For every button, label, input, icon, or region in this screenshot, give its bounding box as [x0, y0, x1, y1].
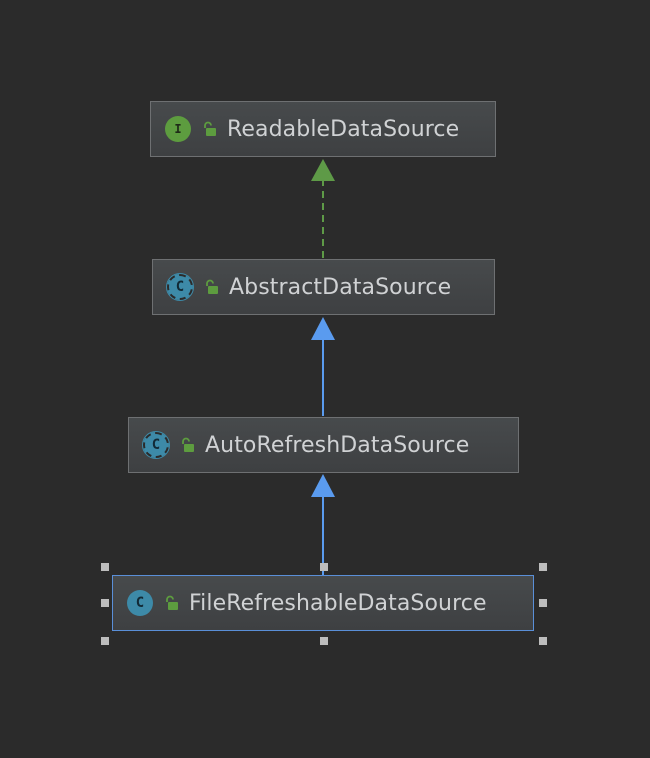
- resize-handle-top-right[interactable]: [539, 563, 547, 571]
- node-auto-refresh-data-source[interactable]: C AutoRefreshDataSource: [128, 417, 519, 473]
- node-label: AbstractDataSource: [229, 274, 452, 300]
- abstract-class-icon: C: [166, 273, 194, 301]
- class-icon: C: [127, 590, 153, 616]
- resize-handle-top-center[interactable]: [320, 563, 328, 571]
- interface-icon: I: [165, 116, 191, 142]
- arrowhead-extends-abstract: [311, 317, 335, 340]
- resize-handle-middle-left[interactable]: [101, 599, 109, 607]
- node-label: FileRefreshableDataSource: [189, 590, 487, 616]
- resize-handle-bottom-right[interactable]: [539, 637, 547, 645]
- node-label: ReadableDataSource: [227, 116, 460, 142]
- arrowhead-implements: [311, 159, 335, 181]
- resize-handle-bottom-center[interactable]: [320, 637, 328, 645]
- unlocked-icon: [206, 279, 218, 294]
- resize-handle-bottom-left[interactable]: [101, 637, 109, 645]
- unlocked-icon: [182, 437, 194, 452]
- unlocked-icon: [204, 121, 216, 136]
- resize-handle-top-left[interactable]: [101, 563, 109, 571]
- arrowhead-extends-autorefresh: [311, 474, 335, 497]
- node-label: AutoRefreshDataSource: [205, 432, 470, 458]
- resize-handle-middle-right[interactable]: [539, 599, 547, 607]
- node-file-refreshable-data-source[interactable]: C FileRefreshableDataSource: [112, 575, 534, 631]
- unlocked-icon: [166, 595, 178, 610]
- node-abstract-data-source[interactable]: C AbstractDataSource: [152, 259, 495, 315]
- node-readable-data-source[interactable]: I ReadableDataSource: [150, 101, 496, 157]
- abstract-class-icon: C: [142, 431, 170, 459]
